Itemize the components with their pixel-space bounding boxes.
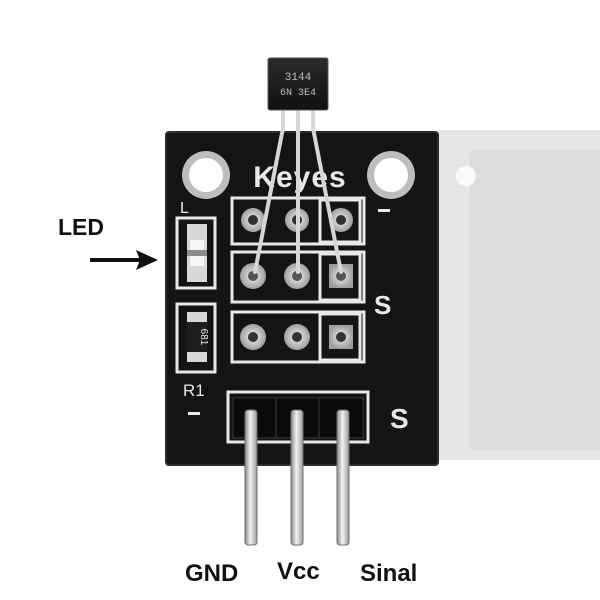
resistor-code: 681 <box>198 329 209 346</box>
silk-s-top: S <box>374 290 391 320</box>
pad-rows <box>230 196 366 364</box>
silk-s-bottom: S <box>390 403 409 434</box>
pcb-board <box>166 132 438 465</box>
led-component <box>175 216 217 290</box>
led-annotation: LED <box>58 214 104 240</box>
pin-gnd <box>244 409 258 546</box>
silk-l: L <box>180 200 189 217</box>
pin-vcc <box>290 409 304 546</box>
sensor-marking-2: 6N 3E4 <box>280 88 316 99</box>
pin-signal <box>336 409 350 546</box>
header-pins <box>244 409 350 546</box>
background-blur <box>437 130 600 460</box>
silk-r1: R1 <box>183 381 205 400</box>
sensor-marking-1: 3144 <box>285 72 312 84</box>
sensor-leads <box>253 106 343 274</box>
resistor-component: 681 <box>175 302 217 374</box>
signal-annotation: Sinal <box>360 560 418 587</box>
solder-pads <box>240 208 353 350</box>
hall-sensor: 3144 6N 3E4 <box>267 57 329 111</box>
vcc-annotation: Vcc <box>277 558 320 585</box>
arrow-right-icon <box>90 250 158 270</box>
gnd-annotation: GND <box>185 560 239 587</box>
